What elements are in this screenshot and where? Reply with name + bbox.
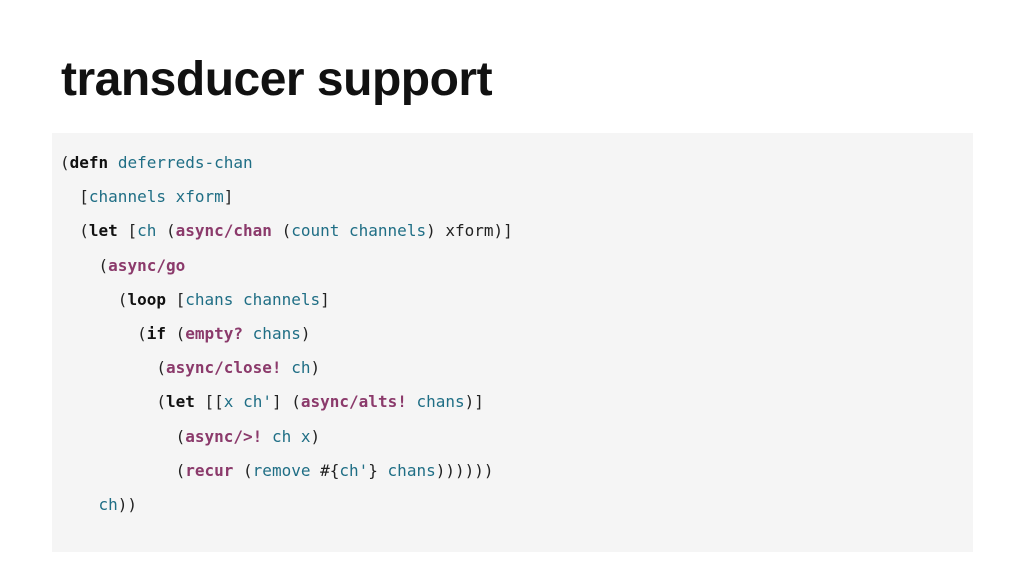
code-token: ch — [271, 426, 292, 446]
code-token: chans — [387, 460, 436, 480]
code-token: xform — [175, 187, 224, 207]
code-line: (let [[x ch'] (async/alts! chans)] — [60, 385, 513, 419]
code-token: ( — [233, 460, 253, 480]
code-token — [339, 221, 349, 240]
code-token: channels — [243, 289, 321, 309]
code-token: ch' — [339, 460, 369, 480]
code-token: channels — [349, 221, 427, 241]
code-line: ch)) — [60, 488, 513, 522]
code-token: chans — [252, 323, 301, 343]
code-token: recur — [185, 460, 234, 480]
code-token: chans — [185, 289, 234, 309]
code-token: async/chan — [175, 221, 272, 241]
code-token: let — [165, 392, 195, 412]
code-token: ( — [156, 221, 176, 241]
code-token: empty? — [185, 323, 244, 343]
code-token: ch — [291, 358, 311, 378]
code-token: ( — [60, 358, 166, 378]
code-token: ( — [60, 392, 166, 412]
code-token: ch — [98, 494, 118, 514]
code-line: (recur (remove #{ch'} chans)))))) — [60, 454, 513, 488]
code-token — [243, 324, 253, 343]
code-token: ] — [223, 187, 234, 207]
code-line: (let [ch (async/chan (count channels) xf… — [60, 214, 513, 248]
code-token: loop — [127, 289, 166, 309]
code-line: [channels xform] — [60, 180, 513, 214]
code-token: ch' — [243, 392, 272, 412]
code-token: deferreds-chan — [117, 153, 253, 172]
code-token: )))))) — [435, 460, 494, 480]
code-token: )] — [464, 392, 484, 412]
code-token: if — [146, 323, 166, 343]
code-token: [ — [117, 221, 138, 241]
code-token: remove — [252, 460, 311, 480]
code-token: channels — [88, 187, 166, 207]
code-token: x — [223, 392, 234, 412]
code-token — [282, 358, 292, 377]
code-token — [233, 290, 243, 309]
code-token: async/alts! — [300, 392, 407, 412]
code-line: (if (empty? chans) — [60, 317, 513, 351]
code-token: #{ — [310, 460, 340, 480]
code-token: ( — [60, 460, 186, 480]
slide-title: transducer support — [61, 53, 493, 106]
code-token — [166, 187, 176, 206]
code-token: ) — [310, 358, 321, 378]
code-token: ( — [271, 221, 292, 241]
code-token: ) — [300, 323, 311, 343]
code-token: ( — [60, 153, 70, 172]
code-token: ( — [60, 426, 186, 446]
code-token: ) — [310, 426, 321, 446]
code-line: (loop [chans channels] — [60, 283, 513, 317]
code-token: ( — [60, 289, 128, 309]
code-token: async/go — [108, 255, 186, 275]
code-token: [ — [60, 187, 89, 207]
code-token: ] — [320, 289, 330, 309]
code-token: defn — [69, 153, 109, 172]
code-token: ( — [60, 221, 89, 241]
code-token: [[ — [194, 392, 224, 412]
code-token: ) xform)] — [426, 221, 513, 241]
code-line: (async/go — [60, 249, 513, 283]
code-token: x — [300, 426, 311, 446]
code-token — [233, 392, 243, 411]
code-token: ] ( — [271, 392, 301, 412]
code-block: (defn deferreds-chan [channels xform] (l… — [60, 146, 513, 522]
code-token — [108, 153, 118, 172]
code-token: )) — [117, 494, 138, 514]
code-line: (async/close! ch) — [60, 351, 513, 385]
code-line: (async/>! ch x) — [60, 420, 513, 454]
code-token: } — [368, 460, 388, 480]
code-token: ( — [60, 255, 109, 275]
code-token: async/close! — [165, 358, 282, 378]
code-token: ( — [60, 323, 147, 343]
code-line: (defn deferreds-chan — [60, 146, 513, 180]
code-token — [291, 427, 301, 446]
code-token: ch — [137, 221, 157, 241]
code-token: ( — [165, 323, 186, 343]
code-token: [ — [165, 289, 186, 309]
code-token: async/>! — [185, 426, 263, 446]
code-token: chans — [416, 392, 465, 412]
code-token — [60, 495, 99, 514]
code-token: let — [88, 221, 118, 241]
code-token — [262, 427, 272, 446]
code-panel — [52, 133, 973, 552]
code-token: count — [291, 221, 340, 241]
